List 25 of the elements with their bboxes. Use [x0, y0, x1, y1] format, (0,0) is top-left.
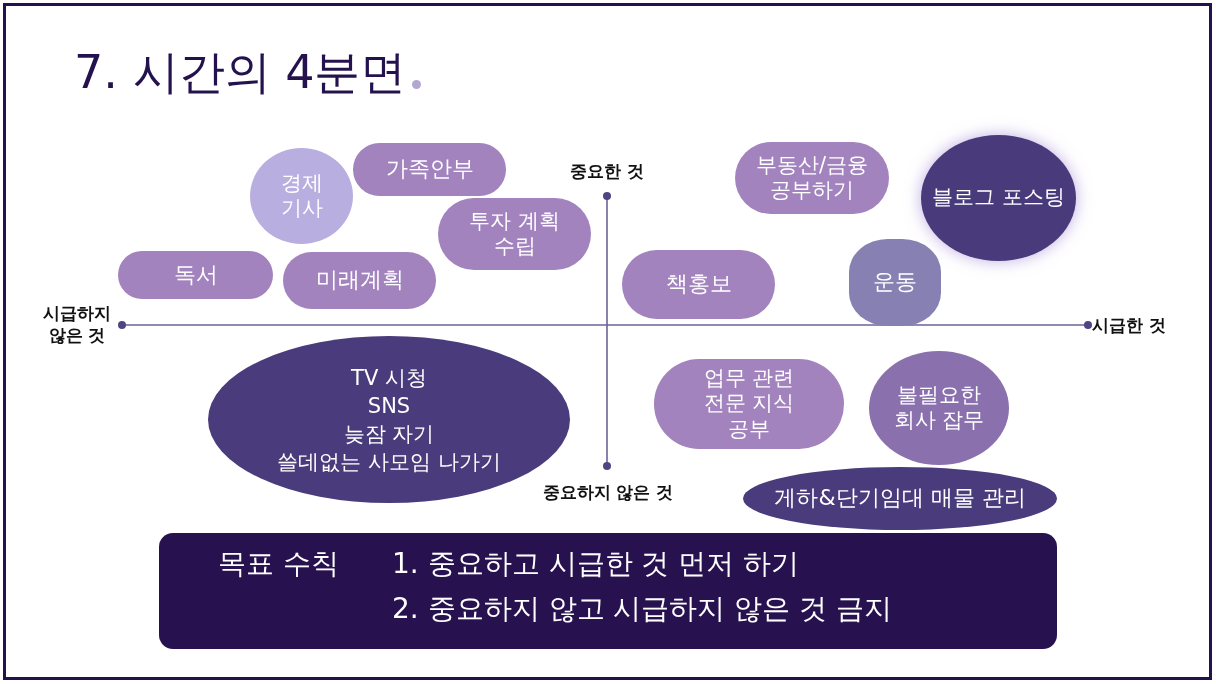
- task-bubble: 블로그 포스팅: [921, 135, 1076, 261]
- task-pill: 미래계획: [283, 252, 436, 309]
- axis-label: 중요하지 않은 것: [542, 481, 674, 504]
- task-pill: 가족안부: [353, 143, 506, 196]
- axis-label: 중요한 것: [570, 160, 644, 183]
- task-tile: 운동: [849, 239, 941, 326]
- goal-banner: [159, 533, 1057, 649]
- task-pill: 부동산/금융 공부하기: [735, 142, 889, 214]
- axis-label: 시급한 것: [1092, 314, 1166, 337]
- task-pill: 업무 관련 전문 지식 공부: [654, 359, 844, 449]
- slide-title: 7. 시간의 4분면: [74, 46, 407, 99]
- goal-heading: 목표 수칙: [218, 547, 339, 581]
- task-bubble: 게하&단기임대 매물 관리: [743, 467, 1057, 530]
- task-text: 쓸데없는 사모임 나가기: [277, 448, 501, 476]
- task-text: SNS: [367, 392, 411, 420]
- goal-rule: 2. 중요하지 않고 시급하지 않은 것 금지: [392, 592, 893, 626]
- task-text: 늦잠 자기: [343, 420, 435, 448]
- task-bubble: 불필요한 회사 잡무: [869, 351, 1009, 465]
- task-bubble: 경제 기사: [250, 148, 353, 244]
- task-pill: 책홍보: [622, 250, 775, 319]
- task-text: TV 시청: [351, 364, 427, 392]
- task-pill: 투자 계획 수립: [438, 198, 591, 270]
- goal-rule: 1. 중요하고 시급한 것 먼저 하기: [392, 547, 800, 581]
- task-pill: 독서: [118, 251, 273, 299]
- axis-label: 시급하지 않은 것: [42, 302, 112, 347]
